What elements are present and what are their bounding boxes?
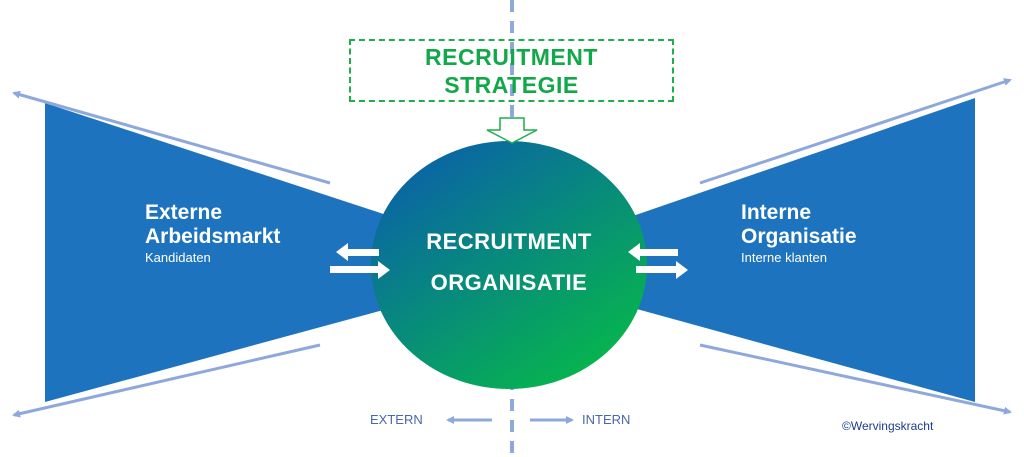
left-wing-title-line1: Externe (145, 201, 223, 224)
strategy-down-arrow-icon (486, 117, 538, 144)
strategy-title-line1: RECRUITMENT (425, 43, 598, 70)
left-bottom-edge-arrow (12, 343, 321, 418)
right-top-edge-arrow (699, 78, 1012, 185)
center-title-line1: RECRUITMENT (426, 229, 592, 254)
center-title-line2: ORGANISATIE (430, 270, 588, 295)
left-wing (45, 103, 420, 402)
right-wing-title-line2: Organisatie (741, 225, 857, 248)
strategy-title-line2: STRATEGIE (444, 71, 579, 98)
left-wing-title-line2: Arbeidsmarkt (145, 225, 281, 248)
left-wing-subtitle: Kandidaten (145, 250, 211, 265)
right-wing-subtitle: Interne klanten (741, 250, 828, 265)
center-circle (371, 141, 647, 389)
right-wing (604, 98, 975, 402)
right-exchange-arrows-icon (628, 243, 688, 279)
copyright-text: ©Wervingskracht (842, 419, 934, 433)
extern-label: EXTERN (370, 412, 423, 427)
intern-label: INTERN (582, 412, 631, 427)
right-bottom-edge-arrow (699, 343, 1012, 415)
right-wing-title-line1: Interne (741, 201, 812, 224)
left-top-edge-arrow (12, 90, 331, 185)
left-exchange-arrows-icon (330, 243, 390, 279)
strategy-box: RECRUITMENT STRATEGIE (349, 39, 674, 102)
